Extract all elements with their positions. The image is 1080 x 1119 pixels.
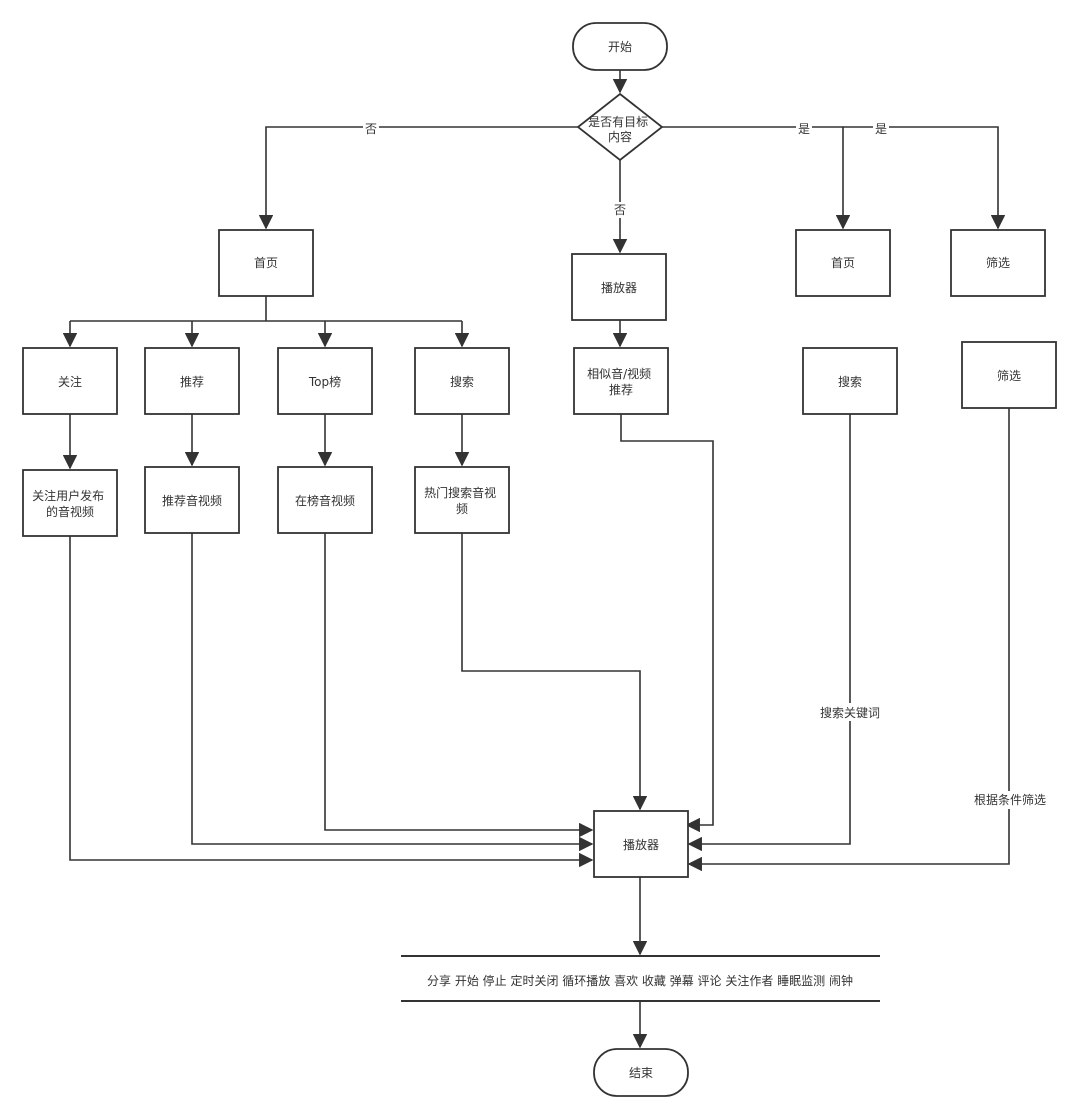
recommend-node: 推荐 bbox=[144, 347, 240, 415]
edge-follow-player bbox=[69, 536, 594, 868]
recommend-label: 推荐 bbox=[180, 375, 204, 389]
decision-label: 是否有目标 内容 bbox=[588, 115, 652, 144]
filter-top-node: 筛选 bbox=[950, 229, 1046, 297]
end-label: 结束 bbox=[629, 1066, 653, 1080]
player-main-node: 播放器 bbox=[593, 810, 689, 878]
edges bbox=[62, 70, 1010, 1049]
rec-videos-label: 推荐音视频 bbox=[162, 493, 222, 508]
decision-node: 是否有目标 内容 bbox=[576, 92, 664, 162]
start-node: 开始 bbox=[572, 22, 668, 71]
edge-labels: 否 否 是 是 搜索关键词 根据条件筛选 bbox=[363, 120, 1050, 809]
edge-rec-player bbox=[191, 533, 594, 852]
similar-label-line-2: 推荐 bbox=[609, 383, 633, 397]
follow-posts-line-2: 的音视频 bbox=[46, 504, 94, 519]
edge-chart-player bbox=[324, 533, 594, 838]
similar-label: 相似音/视频 推荐 bbox=[587, 366, 655, 397]
edge-home-branch-bus bbox=[70, 296, 462, 322]
follow-label: 关注 bbox=[58, 374, 82, 389]
top-chart-node: Top榜 bbox=[277, 347, 373, 415]
edge-hot-player bbox=[461, 533, 648, 811]
player-mid-label: 播放器 bbox=[601, 280, 637, 295]
end-node: 结束 bbox=[593, 1048, 689, 1097]
home-right-label: 首页 bbox=[831, 256, 855, 270]
follow-posts-label: 关注用户发布 的音视频 bbox=[32, 488, 108, 519]
edge-decision-filter-top bbox=[843, 126, 1006, 230]
filter-right-node: 筛选 bbox=[961, 341, 1057, 409]
edge-label-search-keyword: 搜索关键词 bbox=[820, 705, 880, 720]
actions-label: 分享 开始 停止 定时关闭 循环播放 喜欢 收藏 弹幕 评论 关注作者 睡眠监测… bbox=[427, 973, 853, 988]
search-left-node: 搜索 bbox=[414, 347, 510, 415]
decision-label-line-2: 内容 bbox=[608, 129, 632, 144]
edge-label-no-left: 否 bbox=[365, 122, 377, 136]
edge-decision-home-right bbox=[662, 126, 851, 230]
similar-node: 相似音/视频 推荐 bbox=[573, 347, 669, 415]
filter-right-label: 筛选 bbox=[997, 368, 1021, 383]
edge-similar-player bbox=[620, 414, 714, 833]
edge-search-right-player bbox=[687, 414, 851, 852]
home-left-label: 首页 bbox=[254, 256, 278, 270]
edge-filter-right-player bbox=[687, 408, 1010, 872]
home-left-node: 首页 bbox=[218, 229, 314, 297]
player-mid-node: 播放器 bbox=[571, 253, 667, 321]
rec-videos-node: 推荐音视频 bbox=[144, 466, 240, 534]
top-chart-label: Top榜 bbox=[308, 374, 341, 389]
edge-label-yes-1: 是 bbox=[798, 122, 810, 136]
search-left-label: 搜索 bbox=[450, 374, 474, 389]
home-right-node: 首页 bbox=[795, 229, 891, 297]
search-right-node: 搜索 bbox=[802, 347, 898, 415]
edge-label-filter-condition: 根据条件筛选 bbox=[974, 792, 1046, 807]
edge-label-no-down: 否 bbox=[614, 203, 626, 217]
actions-bar: 分享 开始 停止 定时关闭 循环播放 喜欢 收藏 弹幕 评论 关注作者 睡眠监测… bbox=[401, 955, 880, 1002]
filter-top-label: 筛选 bbox=[986, 255, 1010, 270]
edge-label-yes-2: 是 bbox=[875, 122, 887, 136]
hot-search-line-1: 热门搜索音视 bbox=[424, 485, 496, 500]
follow-posts-line-1: 关注用户发布 bbox=[32, 488, 104, 503]
hot-search-node: 热门搜索音视 频 bbox=[414, 466, 510, 534]
edge-decision-home-left bbox=[258, 126, 578, 230]
nodes: 开始 是否有目标 内容 首页 播放器 首页 筛选 bbox=[22, 22, 1057, 1097]
follow-node: 关注 bbox=[22, 347, 118, 415]
search-right-label: 搜索 bbox=[838, 374, 862, 389]
follow-posts-node: 关注用户发布 的音视频 bbox=[22, 469, 118, 537]
player-main-label: 播放器 bbox=[623, 837, 659, 852]
start-label: 开始 bbox=[608, 40, 632, 54]
chart-videos-node: 在榜音视频 bbox=[277, 466, 373, 534]
chart-videos-label: 在榜音视频 bbox=[295, 493, 355, 508]
hot-search-line-2: 频 bbox=[456, 502, 468, 516]
hot-search-label: 热门搜索音视 频 bbox=[424, 485, 500, 516]
similar-label-line-1: 相似音/视频 bbox=[587, 366, 651, 381]
decision-label-line-1: 是否有目标 bbox=[588, 115, 648, 129]
